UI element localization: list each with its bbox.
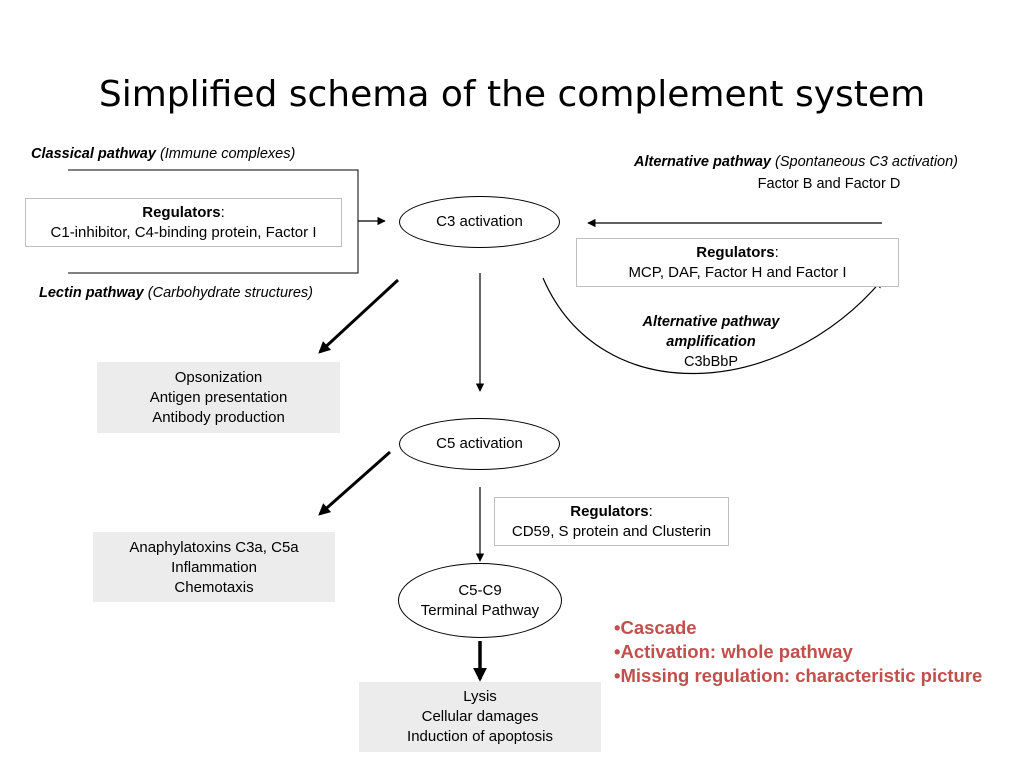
regulators-alternative-heading: Regulators: [696, 244, 775, 261]
terminal-pathway-node: C5-C9 Terminal Pathway: [398, 563, 562, 638]
key-points-list: •Cascade •Activation: whole pathway •Mis…: [614, 616, 982, 688]
regulators-alternative-text: MCP, DAF, Factor H and Factor I: [628, 264, 847, 281]
alternative-pathway-label: Alternative pathway (Spontaneous C3 acti…: [634, 154, 958, 170]
cellular-damages-line: Cellular damages: [421, 708, 539, 725]
regulators-terminal-text: CD59, S protein and Clusterin: [511, 523, 712, 540]
regulators-classical-heading: Regulators: [142, 204, 221, 221]
lectin-pathway-label: Lectin pathway (Carbohydrate structures): [39, 285, 313, 301]
regulators-terminal-colon: :: [648, 503, 653, 520]
c5-activation-label: C5 activation: [436, 435, 523, 452]
amplification-loop-arrow: [542, 277, 883, 375]
regulators-alternative-box: Regulators: MCP, DAF, Factor H and Facto…: [576, 238, 899, 287]
regulators-terminal-box: Regulators: CD59, S protein and Clusteri…: [494, 497, 729, 546]
alternative-pathway-detail: (Spontaneous C3 activation): [775, 154, 959, 170]
lectin-pathway-detail: (Carbohydrate structures): [147, 285, 313, 301]
alternative-pathway-factors: Factor B and Factor D: [757, 176, 901, 192]
alternative-pathway-name: Alternative pathway: [634, 154, 771, 170]
classical-pathway-name: Classical pathway: [31, 146, 156, 162]
regulators-terminal-heading: Regulators: [570, 503, 649, 520]
terminal-pathway-line1: C5-C9: [458, 581, 502, 599]
classical-pathway-label: Classical pathway (Immune complexes): [31, 146, 295, 162]
lysis-outcome-box: Lysis Cellular damages Induction of apop…: [359, 682, 601, 752]
page-title: Simplified schema of the complement syst…: [98, 74, 926, 115]
amplification-label: Alternative pathway amplification C3bBbP: [611, 312, 811, 372]
lectin-pathway-name: Lectin pathway: [39, 285, 144, 301]
terminal-pathway-line2: Terminal Pathway: [420, 601, 540, 619]
key-point-missing-regulation: •Missing regulation: characteristic pict…: [614, 665, 983, 686]
anaphylatoxins-outcome-box: Anaphylatoxins C3a, C5a Inflammation Che…: [93, 532, 335, 602]
lysis-line: Lysis: [463, 688, 497, 705]
opsonization-line: Opsonization: [174, 369, 263, 386]
regulators-alternative-colon: :: [774, 244, 779, 261]
key-point-activation: •Activation: whole pathway: [614, 641, 853, 662]
regulators-classical-box: Regulators: C1-inhibitor, C4-binding pro…: [25, 198, 342, 247]
c3-activation-label: C3 activation: [436, 213, 523, 230]
key-point-cascade: •Cascade: [614, 617, 697, 638]
regulators-classical-colon: :: [220, 204, 225, 221]
amplification-line1: Alternative pathway: [642, 314, 780, 330]
c3-activation-node: C3 activation: [399, 196, 560, 248]
anaphylatoxins-line: Anaphylatoxins C3a, C5a: [129, 539, 299, 556]
antibody-production-line: Antibody production: [152, 409, 285, 426]
apoptosis-line: Induction of apoptosis: [407, 728, 553, 745]
c3-to-opsonization-arrow: [318, 278, 400, 354]
inflammation-line: Inflammation: [171, 559, 257, 576]
c5-activation-node: C5 activation: [399, 418, 560, 470]
opsonization-outcome-box: Opsonization Antigen presentation Antibo…: [97, 362, 340, 433]
chemotaxis-line: Chemotaxis: [174, 579, 254, 596]
amplification-line3: C3bBbP: [683, 354, 738, 370]
c5-to-anaphylatoxins-arrow: [318, 450, 391, 516]
regulators-classical-text: C1-inhibitor, C4-binding protein, Factor…: [50, 224, 317, 241]
amplification-line2: amplification: [666, 334, 756, 350]
classical-pathway-detail: (Immune complexes): [159, 146, 296, 162]
antigen-presentation-line: Antigen presentation: [149, 389, 288, 406]
